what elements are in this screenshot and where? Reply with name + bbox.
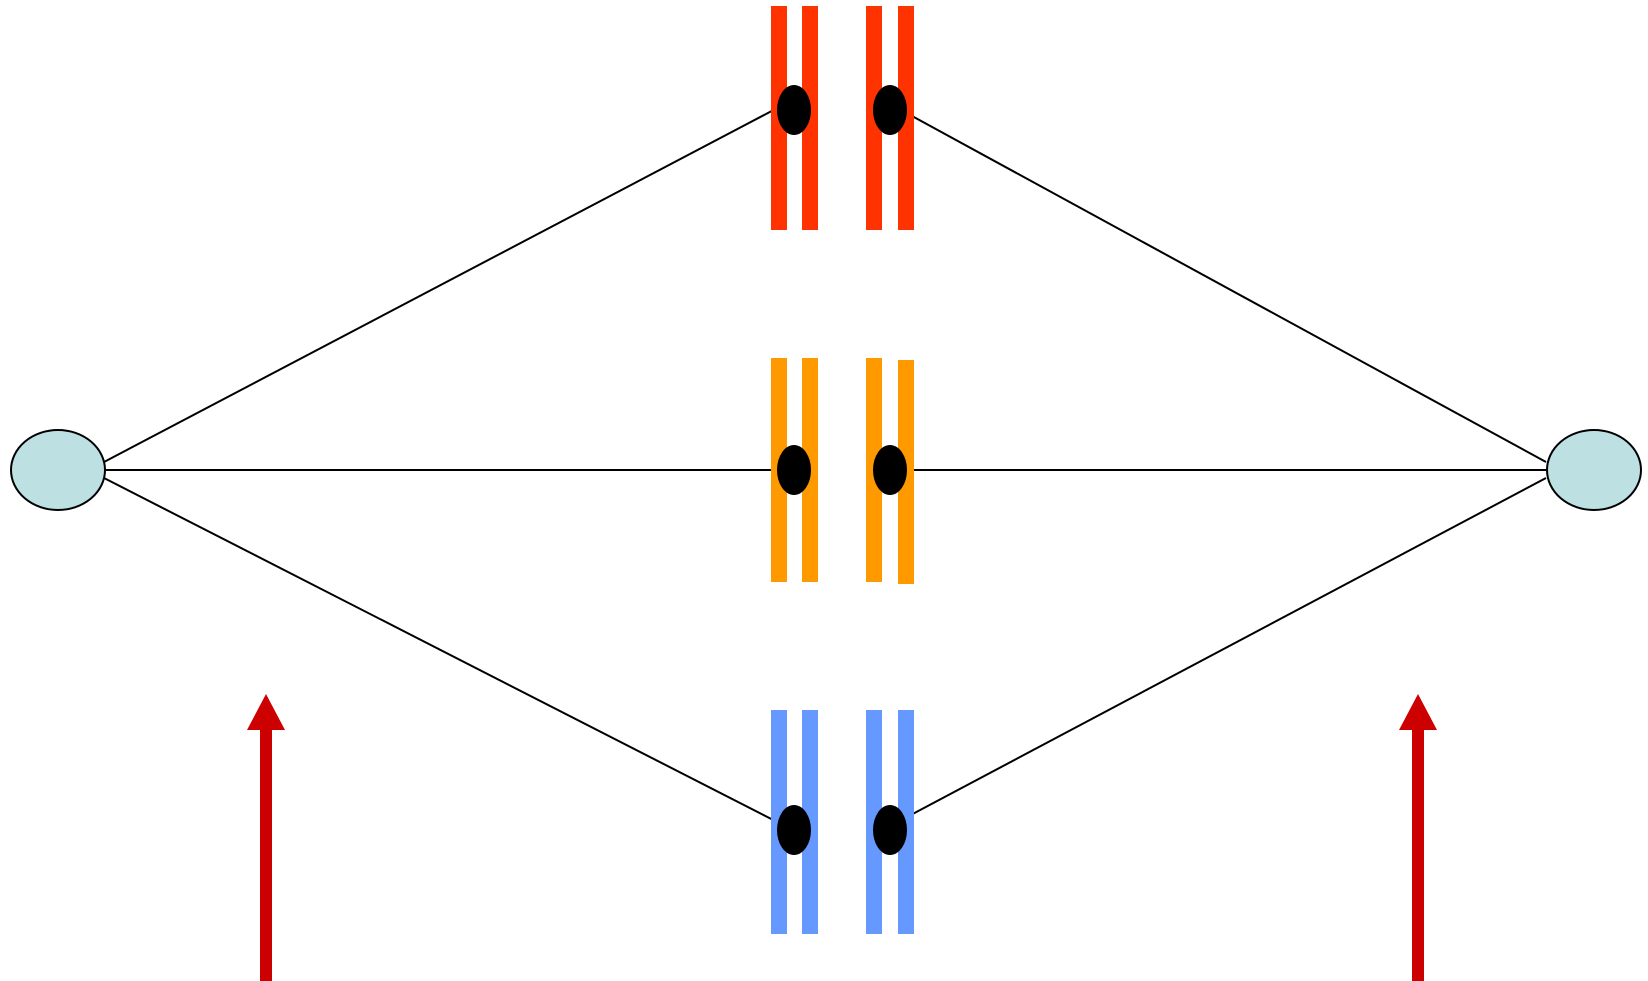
right-arrow xyxy=(1399,694,1437,981)
arrow-shaft xyxy=(1412,724,1424,981)
spindle-fibers xyxy=(103,103,1547,827)
centromere xyxy=(777,445,811,495)
fiber-right-red xyxy=(889,103,1547,463)
centromere xyxy=(873,85,907,135)
chromosome-pair-blue xyxy=(771,710,914,934)
centromere xyxy=(873,805,907,855)
arrow-shaft xyxy=(260,724,272,981)
fiber-right-blue xyxy=(889,477,1547,827)
chromosome-pair-orange xyxy=(771,358,914,584)
left-arrow xyxy=(247,694,285,981)
centromere xyxy=(777,85,811,135)
fiber-left-red xyxy=(103,103,786,463)
arrow-up-icon xyxy=(1399,694,1437,730)
centromere xyxy=(777,805,811,855)
centromere xyxy=(873,445,907,495)
right-spindle-pole xyxy=(1546,429,1642,511)
arrow-up-icon xyxy=(247,694,285,730)
left-spindle-pole xyxy=(10,429,106,511)
fiber-left-blue xyxy=(103,477,786,827)
chromosome-pair-red xyxy=(771,6,914,230)
